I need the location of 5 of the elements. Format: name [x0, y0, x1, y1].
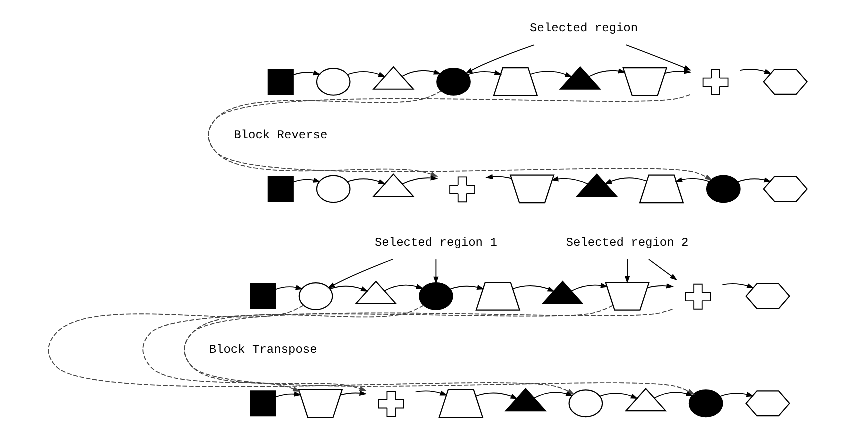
node-text: Selected region [530, 22, 638, 36]
node-text: Selected region 1 [374, 236, 497, 250]
label: Block Reverse [234, 128, 328, 143]
node-text: Selected region 2 [566, 236, 688, 250]
label: Block Transpose [208, 343, 317, 358]
